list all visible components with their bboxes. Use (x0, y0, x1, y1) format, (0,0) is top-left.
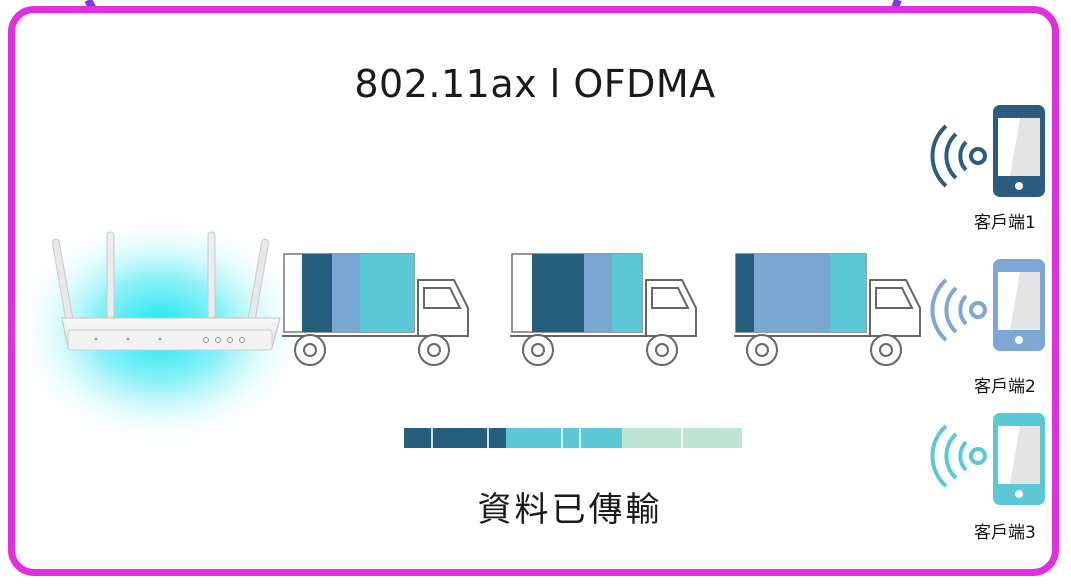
client-label-2: 客戶端2 (974, 377, 1036, 397)
client-label-1: 客戶端1 (974, 213, 1036, 233)
smartphone-icon (993, 105, 1045, 197)
wifi-signal-icon (930, 124, 987, 188)
wifi-signal-icon (930, 424, 987, 488)
router-icon (10, 212, 310, 448)
data-transmitted-caption: 資料已傳輸 (477, 490, 663, 530)
truck-1 (282, 253, 469, 366)
smartphone-icon (993, 413, 1045, 505)
diagram-title: 802.11ax l OFDMA (354, 62, 716, 106)
wifi-signal-icon (930, 278, 987, 342)
truck-3 (734, 253, 921, 366)
smartphone-icon (993, 259, 1045, 351)
client-label-3: 客戶端3 (974, 523, 1036, 543)
transmitted-data-bar (404, 428, 742, 448)
truck-2 (510, 253, 697, 366)
